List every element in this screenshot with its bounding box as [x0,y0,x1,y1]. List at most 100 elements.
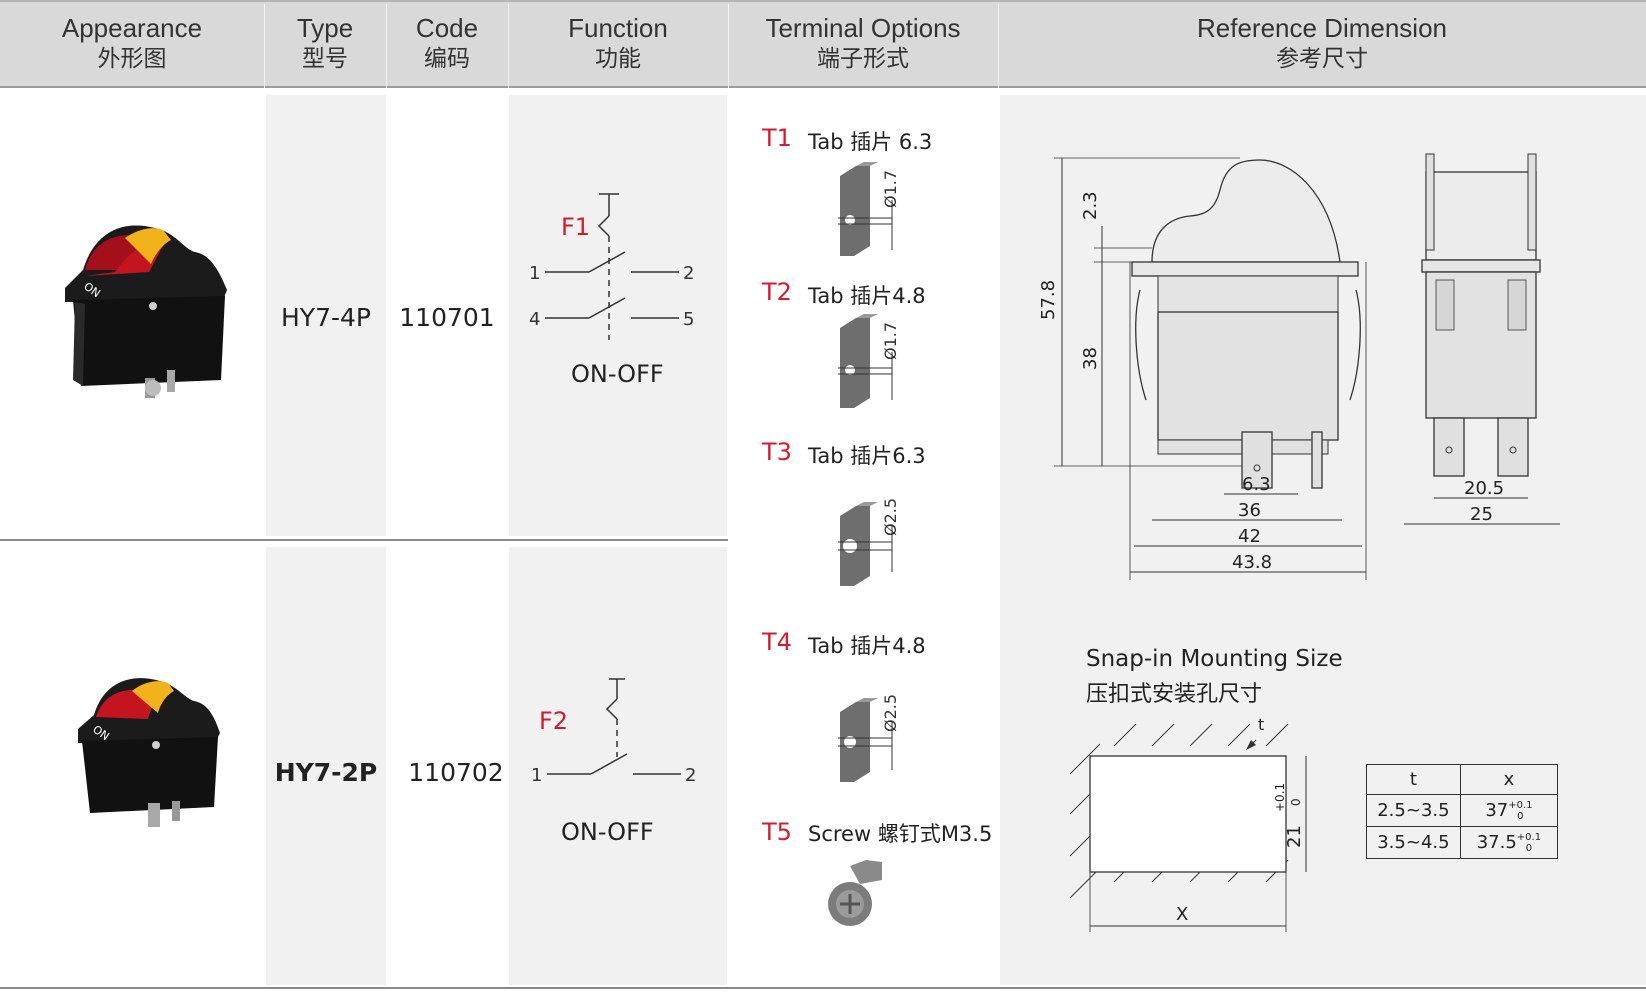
mounting-height-tol-plus: +0.1 [1273,783,1287,812]
dim-w3: 43.8 [1232,552,1272,573]
terminal-code: T1 [762,124,792,152]
terminal-code: T2 [762,278,792,306]
table-tol-plus: +0.1 [1508,799,1533,811]
dim-side-w2: 25 [1470,504,1493,525]
pin-label: 1 [531,765,542,786]
circuit-diagram-f2: F2 1 2 ON-OFF [531,678,696,846]
header-code-en: Code [415,13,479,43]
header-terminal-en: Terminal Options [765,13,961,43]
header-function: Function 功能 [508,12,728,82]
type-cell-shade [266,547,386,985]
header-divider [998,4,999,88]
code-value: 110702 [408,758,504,787]
pin-label: 2 [683,263,694,284]
mounting-title-cn: 压扣式安装孔尺寸 [1086,682,1263,707]
header-divider [508,4,509,88]
function-cell-shade [509,95,727,536]
header-appearance-cn: 外形图 [97,45,167,71]
mounting-title-en: Snap-in Mounting Size [1086,646,1343,672]
circuit-diagram-f1: F1 1 2 4 5 ON-OFF [529,193,694,388]
terminal-tab-icon: Ø2.5 [838,498,900,586]
type-value: HY7-4P [281,303,371,332]
mounting-t-label: t [1258,715,1264,734]
terminal-label: Tab 插片 6.3 [808,130,933,154]
table-x-value: 37 [1485,799,1509,821]
table-x-value: 37.5 [1476,831,1517,853]
header-terminal: Terminal Options 端子形式 [728,12,998,82]
pin-label: 5 [683,309,694,330]
terminal-code: T3 [762,438,792,466]
terminal-dim: Ø2.5 [881,694,900,732]
pin-label: 2 [685,765,696,786]
dim-w1: 36 [1238,500,1261,521]
type-cell-shade [266,95,386,536]
table-tol-plus: +0.1 [1516,831,1542,843]
function-code: F2 [539,707,568,735]
terminal-label: Screw 螺钉式M3.5 [808,822,993,846]
table-bottom-line [0,987,1646,989]
dim-w2: 42 [1238,526,1261,547]
header-type-cn: 型号 [302,45,348,71]
mounting-hole-drawing: X 21 +0.1 0 t [1069,715,1307,932]
header-reference-en: Reference Dimension [1196,13,1447,43]
header-terminal-cn: 端子形式 [817,45,909,71]
table-header-t: t [1366,764,1461,795]
table-header-row: t x [1366,764,1559,795]
mounting-height-tol-minus: 0 [1289,798,1303,806]
dim-tab-width: 6.3 [1242,474,1271,495]
table-header-x: x [1459,764,1559,795]
row-divider [0,539,728,541]
terminal-label: Tab 插片6.3 [808,444,926,468]
terminal-label: Tab 插片4.8 [808,634,926,658]
terminal-dim: Ø2.5 [881,498,900,536]
side-view-drawing: 20.5 25 [1404,153,1560,525]
pin-label: 4 [529,309,540,330]
dim-height-total: 57.8 [1040,280,1059,320]
header-function-cn: 功能 [595,45,641,71]
header-reference-cn: 参考尺寸 [1276,45,1368,71]
terminal-tab-icon: Ø1.7 [838,162,900,256]
terminal-code: T5 [762,818,792,846]
header-divider [264,4,265,88]
dim-side-w1: 20.5 [1464,478,1504,499]
rocker-switch-2p-image: ON [78,678,220,827]
function-label: ON-OFF [571,360,664,388]
table-tol-minus: 0 [1517,810,1524,822]
code-value: 110701 [399,303,495,332]
header-function-en: Function [568,13,668,43]
front-view-drawing: 57.8 2.3 38 6.3 36 42 43.8 [1040,157,1367,580]
terminal-screw-icon [828,860,882,926]
header-divider [386,4,387,88]
function-label: ON-OFF [561,818,654,846]
header-divider [728,4,729,88]
table-header: Appearance 外形图 Type 型号 Code 编码 Function … [0,0,1646,88]
mounting-x-label: X [1176,904,1188,925]
terminal-code: T4 [762,628,792,656]
dim-height-body: 38 [1080,347,1101,370]
header-code-cn: 编码 [424,45,470,71]
pin-label: 1 [529,263,540,284]
header-reference: Reference Dimension 参考尺寸 [998,12,1646,82]
mounting-height-label: 21 [1284,825,1305,848]
terminal-dim: Ø1.7 [881,170,900,208]
rocker-switch-4p-image: ON [65,225,227,398]
terminal-label: Tab 插片4.8 [808,284,926,308]
table-tol-minus: 0 [1525,842,1533,854]
table-cell-t: 2.5~3.5 [1366,794,1461,827]
table-cell-t: 3.5~4.5 [1366,826,1461,859]
header-appearance-en: Appearance [61,13,203,43]
dim-height-top: 2.3 [1080,191,1101,220]
header-appearance: Appearance 外形图 [0,12,264,82]
header-type-en: Type [296,13,354,43]
terminal-tab-icon: Ø2.5 [838,694,900,782]
function-cell-shade [509,547,727,985]
type-value: HY7-2P [274,758,378,787]
terminal-dim: Ø1.7 [881,322,900,360]
terminal-tab-icon: Ø1.7 [838,314,900,408]
header-code: Code 编码 [386,12,508,82]
header-type: Type 型号 [264,12,386,82]
